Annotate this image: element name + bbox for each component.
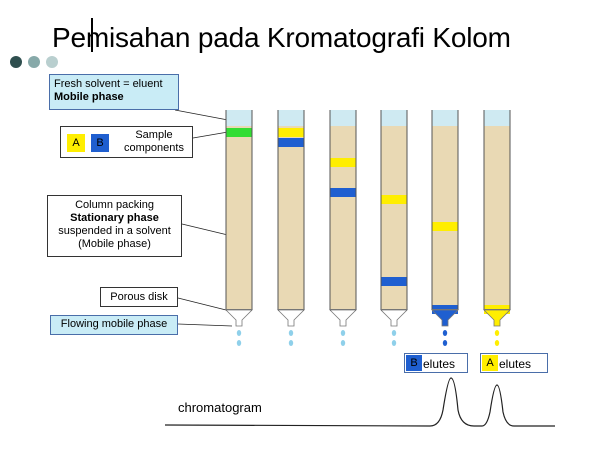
column-4-band-a — [381, 195, 407, 204]
bullet-dot-3 — [46, 56, 58, 68]
b-elutes-text: elutes — [423, 357, 456, 371]
column-1-mixed-band — [226, 128, 252, 137]
sample-components-label: A B Sample components — [60, 126, 193, 158]
column-3-solvent — [330, 110, 356, 126]
bullet-dot-1 — [10, 56, 22, 68]
bullet-dot-2 — [28, 56, 40, 68]
column-packing-text: Column packing — [75, 199, 154, 211]
column-6-packing — [484, 126, 510, 310]
column-2-drop-1 — [288, 330, 294, 336]
chip-a: A — [67, 134, 85, 152]
column-4-drop-2 — [391, 340, 397, 346]
column-5-drop-1 — [442, 330, 448, 336]
column-6-tip — [483, 309, 511, 327]
column-1-tip — [225, 309, 253, 327]
column-1-packing — [226, 126, 252, 310]
column-4-band-b — [381, 277, 407, 286]
column-3-band-a — [330, 158, 356, 167]
column-3-drop-1 — [340, 330, 346, 336]
column-5-solvent — [432, 110, 458, 126]
column-5-packing — [432, 126, 458, 310]
suspended-text: suspended in a solvent — [58, 225, 171, 237]
column-6-solvent — [484, 110, 510, 126]
column-3-drop-2 — [340, 340, 346, 346]
column-1-drop-1 — [236, 330, 242, 336]
column-4-tip — [380, 309, 408, 327]
column-4-drop-1 — [391, 330, 397, 336]
chromatogram-label: chromatogram — [178, 400, 262, 415]
mobile-phase-text: Mobile phase — [54, 91, 124, 103]
column-5-band-a — [432, 222, 458, 231]
column-2-tip — [277, 309, 305, 327]
column-3-band-b — [330, 188, 356, 197]
text-cursor — [91, 18, 93, 52]
column-6-drop-2 — [494, 340, 500, 346]
column-5-tip — [431, 309, 459, 327]
fresh-solvent-text: Fresh solvent = eluent — [54, 78, 163, 90]
flowing-mobile-text: Flowing mobile phase — [60, 318, 168, 330]
column-1-solvent — [226, 110, 252, 126]
chip-b: B — [91, 134, 109, 152]
column-3-packing — [330, 126, 356, 310]
column-2-band-a — [278, 128, 304, 137]
column-5-drop-2 — [442, 340, 448, 346]
pointer-lines — [174, 109, 233, 327]
column-1-drop-2 — [236, 340, 242, 346]
fresh-solvent-label: Fresh solvent = eluent Mobile phase — [49, 74, 179, 110]
chromatogram-baseline — [164, 377, 555, 427]
flowing-mobile-phase-label: Flowing mobile phase — [50, 315, 178, 335]
stationary-phase-text: Stationary phase — [70, 212, 159, 224]
column-packing-label: Column packing Stationary phase suspende… — [47, 195, 182, 257]
a-chip: A — [482, 355, 498, 371]
porous-disk-text: Porous disk — [110, 291, 168, 303]
column-2-band-b — [278, 138, 304, 147]
b-chip: B — [406, 355, 422, 371]
mobile-phase-paren-text: (Mobile phase) — [78, 238, 151, 250]
slide-title: Pemisahan pada Kromatografi Kolom — [52, 22, 511, 53]
porous-disk-label: Porous disk — [100, 287, 178, 307]
a-elutes-text: elutes — [499, 357, 532, 371]
column-3-tip — [329, 309, 357, 327]
column-6-drop-1 — [494, 330, 500, 336]
column-2-drop-2 — [288, 340, 294, 346]
column-4-solvent — [381, 110, 407, 126]
column-2-packing — [278, 126, 304, 310]
sample-components-text: Sample components — [124, 129, 184, 154]
column-2-solvent — [278, 110, 304, 126]
